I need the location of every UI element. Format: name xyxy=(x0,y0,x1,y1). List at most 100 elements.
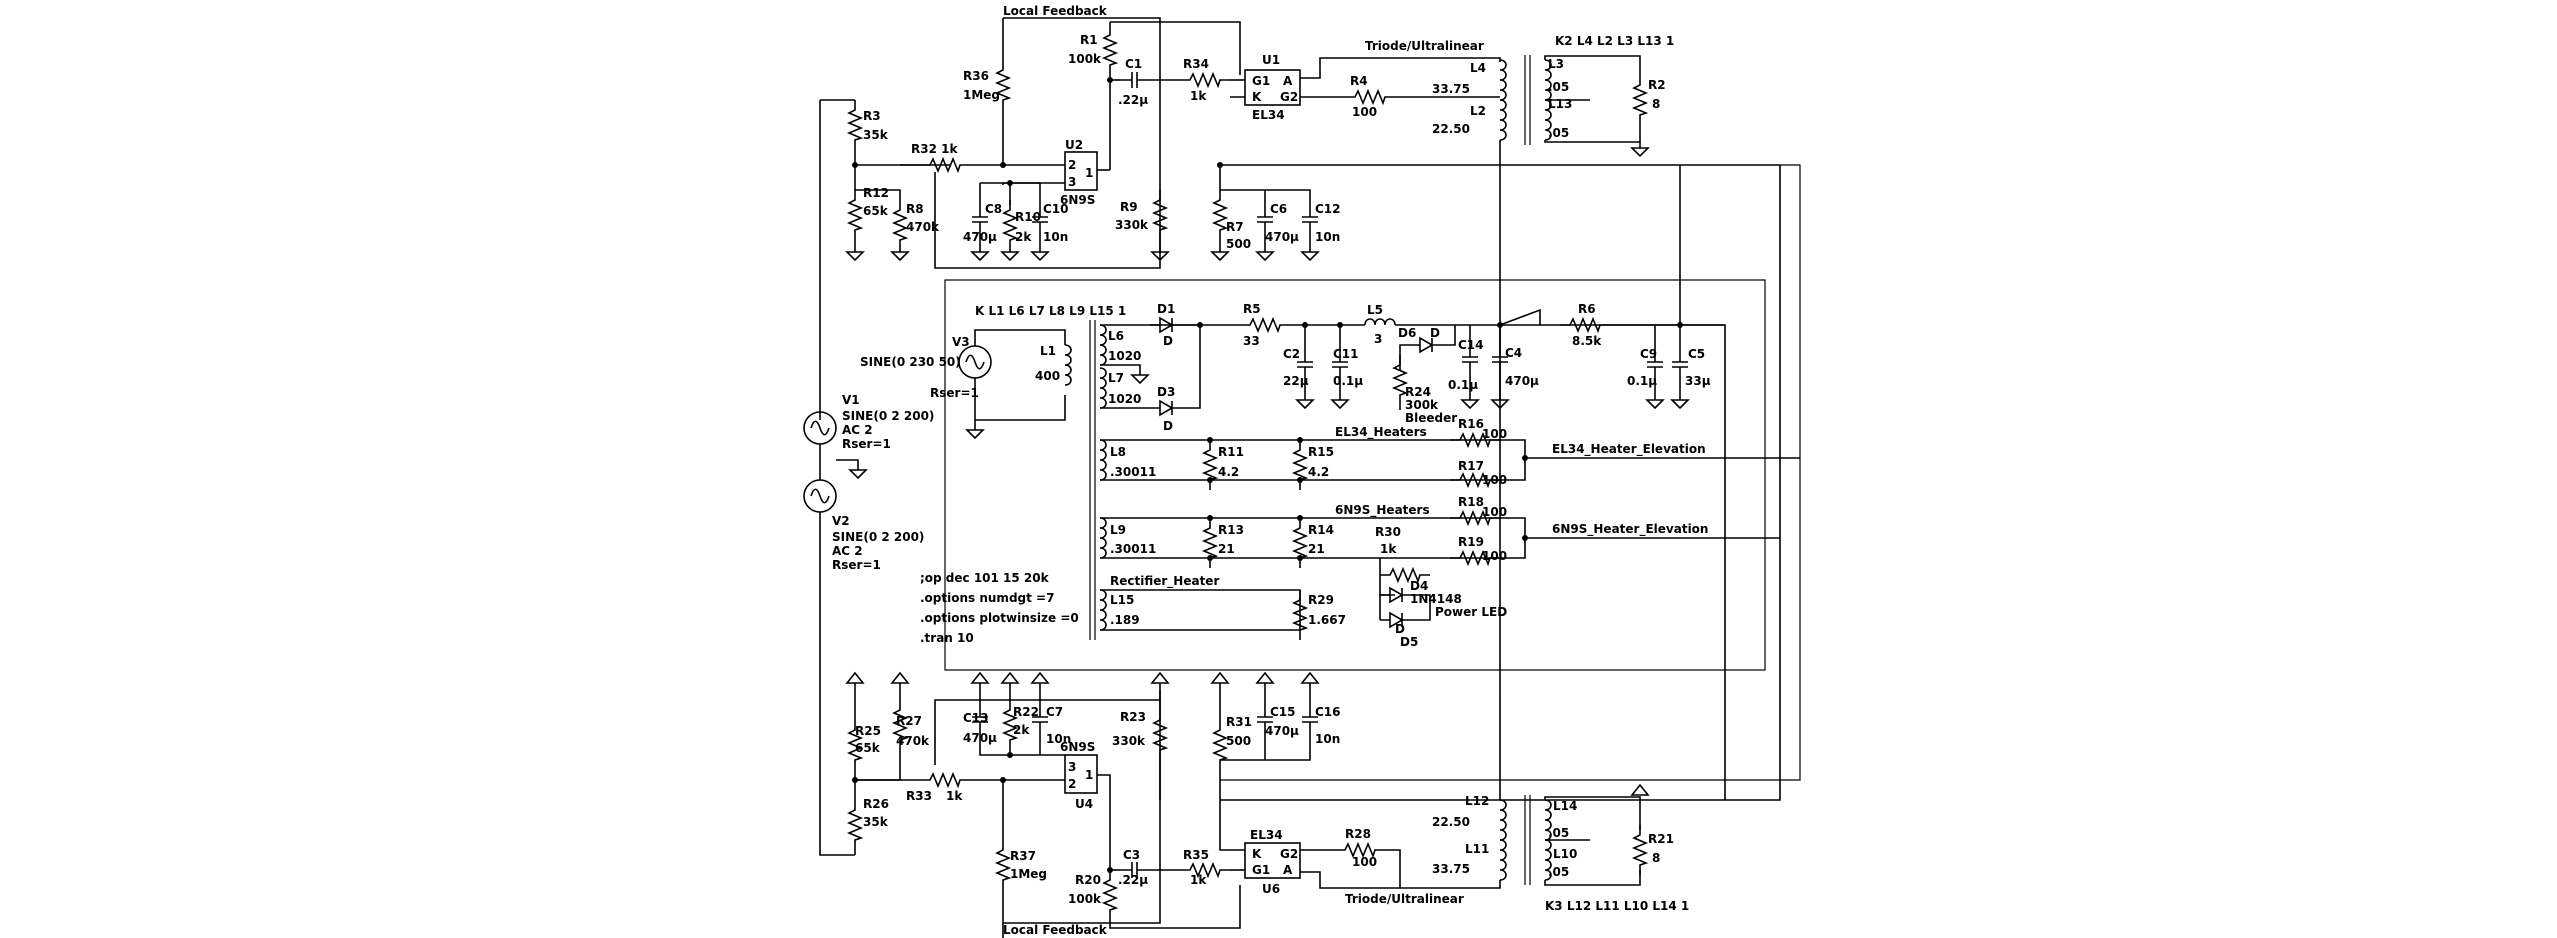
net-label-triode-ul-bottom: Triode/Ultralinear xyxy=(1345,892,1464,906)
V2-line1: SINE(0 2 200) xyxy=(832,530,924,544)
U6-pin-a: A xyxy=(1283,863,1293,877)
C5-ref: C5 xyxy=(1688,347,1705,361)
L8-val: .30011 xyxy=(1110,465,1156,479)
U6-ref: U6 xyxy=(1262,882,1280,896)
R20-ref: R20 xyxy=(1075,873,1101,887)
R28-ref: R28 xyxy=(1345,827,1371,841)
U4-model: 6N9S xyxy=(1060,740,1095,754)
R3-ref: R3 xyxy=(863,109,881,123)
R31-val: 500 xyxy=(1226,734,1251,748)
R23-val: 330k xyxy=(1112,734,1146,748)
R25-ref: R25 xyxy=(855,724,881,738)
R8-ref: R8 xyxy=(906,202,924,216)
R33-ref: R33 xyxy=(906,789,932,803)
L7-val: 1020 xyxy=(1108,392,1141,406)
L4-val: 33.75 xyxy=(1432,82,1470,96)
C14-val: 0.1µ xyxy=(1448,378,1478,392)
C2-ref: C2 xyxy=(1283,347,1300,361)
R37-ref: R37 xyxy=(1010,849,1036,863)
R14-ref: R14 xyxy=(1308,523,1334,537)
R4-val: 100 xyxy=(1352,105,1377,119)
V1-line1: SINE(0 2 200) xyxy=(842,409,934,423)
R29-val: 1.667 xyxy=(1308,613,1346,627)
D5-ref: D5 xyxy=(1400,635,1418,649)
U1-pin-g2: G2 xyxy=(1280,90,1298,104)
L11-ref: L11 xyxy=(1465,842,1489,856)
R32-ref: R32 xyxy=(911,142,937,156)
V2-ref: V2 xyxy=(832,514,850,528)
L4-ref: L4 xyxy=(1470,61,1486,75)
R15-val: 4.2 xyxy=(1308,465,1329,479)
R4-ref: R4 xyxy=(1350,74,1368,88)
R2-val: 8 xyxy=(1652,97,1660,111)
net-label-triode-ul-top: Triode/Ultralinear xyxy=(1365,39,1484,53)
L14-val: .05 xyxy=(1548,826,1569,840)
U4-pin-1: 1 xyxy=(1085,768,1093,782)
R19-val: 100 xyxy=(1482,549,1507,563)
D6-ref: D6 xyxy=(1398,326,1416,340)
C15-val: 470µ xyxy=(1265,724,1299,738)
power-supply: K L1 L6 L7 L8 L9 L15 1 V3 SINE(0 230 50)… xyxy=(860,164,1801,800)
R33-val: 1k xyxy=(946,789,963,803)
R16-ref: R16 xyxy=(1458,417,1484,431)
C10-val: 10n xyxy=(1043,230,1068,244)
net-label-local-feedback-bottom: Local Feedback xyxy=(1003,923,1108,937)
C11-ref: C11 xyxy=(1333,347,1359,361)
L1-ref: L1 xyxy=(1040,344,1056,358)
R3-val: 35k xyxy=(863,128,889,142)
C13-val: 470µ xyxy=(963,731,997,745)
R7-val: 500 xyxy=(1226,237,1251,251)
net-label-el34-heater-elev: EL34_Heater_Elevation xyxy=(1552,442,1706,457)
R18-val: 100 xyxy=(1482,505,1507,519)
R27-val: 470k xyxy=(896,734,930,748)
L10-ref: L10 xyxy=(1553,847,1577,861)
R22-val: 2k xyxy=(1013,723,1030,737)
C16-val: 10n xyxy=(1315,732,1340,746)
R10-ref: R10 xyxy=(1015,210,1041,224)
R5-val: 33 xyxy=(1243,334,1260,348)
U6-pin-g2: G2 xyxy=(1280,847,1298,861)
R36-ref: R36 xyxy=(963,69,989,83)
net-label-power-led: Power LED xyxy=(1435,605,1507,619)
L3-val: .05 xyxy=(1548,80,1569,94)
L12-val: 22.50 xyxy=(1432,815,1470,829)
R34-ref: R34 xyxy=(1183,57,1209,71)
U1-ref: U1 xyxy=(1262,53,1280,67)
C10-ref: C10 xyxy=(1043,202,1069,216)
directive-numdgt: .options numdgt =7 xyxy=(920,591,1054,605)
R30-ref: R30 xyxy=(1375,525,1401,539)
net-label-local-feedback-top: Local Feedback xyxy=(1003,4,1108,18)
R1-val: 100k xyxy=(1068,52,1102,66)
D4-ref: D4 xyxy=(1410,579,1428,593)
R36-val: 1Meg xyxy=(963,88,1000,102)
U1-pin-g1: G1 xyxy=(1252,74,1270,88)
R1-ref: R1 xyxy=(1080,33,1098,47)
R28-val: 100 xyxy=(1352,855,1377,869)
V1-line2: AC 2 xyxy=(842,423,873,437)
U2-model: 6N9S xyxy=(1060,193,1095,207)
L2-val: 22.50 xyxy=(1432,122,1470,136)
R20-val: 100k xyxy=(1068,892,1102,906)
L6-val: 1020 xyxy=(1108,349,1141,363)
R18-ref: R18 xyxy=(1458,495,1484,509)
C3-val: .22µ xyxy=(1118,873,1148,887)
R17-ref: R17 xyxy=(1458,459,1484,473)
R12-ref: R12 xyxy=(863,186,889,200)
L15-ref: L15 xyxy=(1110,593,1134,607)
U6-model: EL34 xyxy=(1250,828,1283,842)
U4-pin-2: 2 xyxy=(1068,777,1076,791)
R17-val: 100 xyxy=(1482,473,1507,487)
R11-val: 4.2 xyxy=(1218,465,1239,479)
C12-val: 10n xyxy=(1315,230,1340,244)
C7-val: 10n xyxy=(1046,732,1071,746)
R13-ref: R13 xyxy=(1218,523,1244,537)
C12-ref: C12 xyxy=(1315,202,1341,216)
L5-ref: L5 xyxy=(1367,303,1383,317)
R2-ref: R2 xyxy=(1648,78,1666,92)
U2-pin-2: 2 xyxy=(1068,158,1076,172)
U1-pin-k: K xyxy=(1252,90,1262,104)
C4-val: 470µ xyxy=(1505,374,1539,388)
D4-val: 1N4148 xyxy=(1410,592,1462,606)
L15-val: .189 xyxy=(1110,613,1140,627)
U2-pin-3: 3 xyxy=(1068,175,1076,189)
